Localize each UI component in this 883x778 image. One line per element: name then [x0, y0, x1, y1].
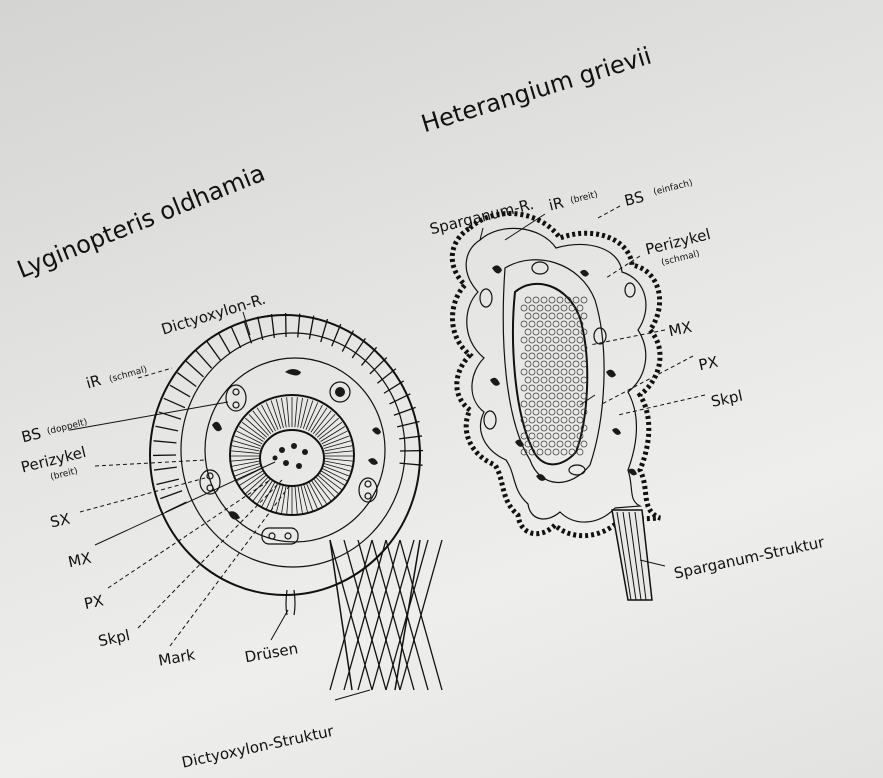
- label-sparganum-struktur: Sparganum-Struktur: [672, 533, 826, 583]
- label-dictyoxylon-struktur: Dictyoxylon-Struktur: [180, 722, 336, 772]
- label-ir-left: iR: [84, 371, 103, 392]
- label-px-right: PX: [697, 353, 720, 375]
- label-ir-left-note: (schmal): [108, 365, 148, 385]
- label-bs-left-note: (doppelt): [46, 418, 88, 438]
- label-ir-right: iR: [547, 194, 566, 215]
- right-title: Heterangium grievii: [418, 42, 655, 139]
- label-mx-right: MX: [667, 318, 693, 340]
- label-skpl-left: Skpl: [97, 626, 132, 650]
- label-ir-right-note: (breit): [569, 190, 598, 206]
- heterangium-cross-section: [452, 213, 660, 600]
- inner-cortex-ring: [181, 333, 405, 567]
- label-bs-right-note: (einfach): [652, 178, 693, 197]
- xylem-core-cells: [521, 297, 587, 455]
- label-bs-right: BS: [623, 188, 646, 210]
- left-title: Lyginopteris oldhamia: [13, 159, 269, 284]
- sparganum-rind: [452, 213, 660, 535]
- label-bs-left: BS: [20, 424, 43, 446]
- lyginopteris-cross-section: [150, 313, 442, 690]
- pith-dots: [273, 443, 309, 469]
- label-px-left: PX: [82, 591, 105, 613]
- outer-cortex-ring: [150, 315, 420, 595]
- xylem-rays: [231, 397, 353, 515]
- label-dictyoxylon-r: Dictyoxylon-R.: [159, 290, 268, 339]
- label-sx-left: SX: [49, 510, 72, 532]
- mark-pith: [260, 430, 324, 486]
- dictyoxylon-net: [330, 540, 442, 690]
- label-mx-left: MX: [66, 549, 92, 571]
- heterangium-pericycle: [503, 260, 604, 483]
- label-mark: Mark: [157, 645, 197, 669]
- sparganum-stalk: [612, 510, 652, 600]
- label-druesen: Drüsen: [243, 639, 299, 666]
- label-skpl-right: Skpl: [709, 387, 744, 411]
